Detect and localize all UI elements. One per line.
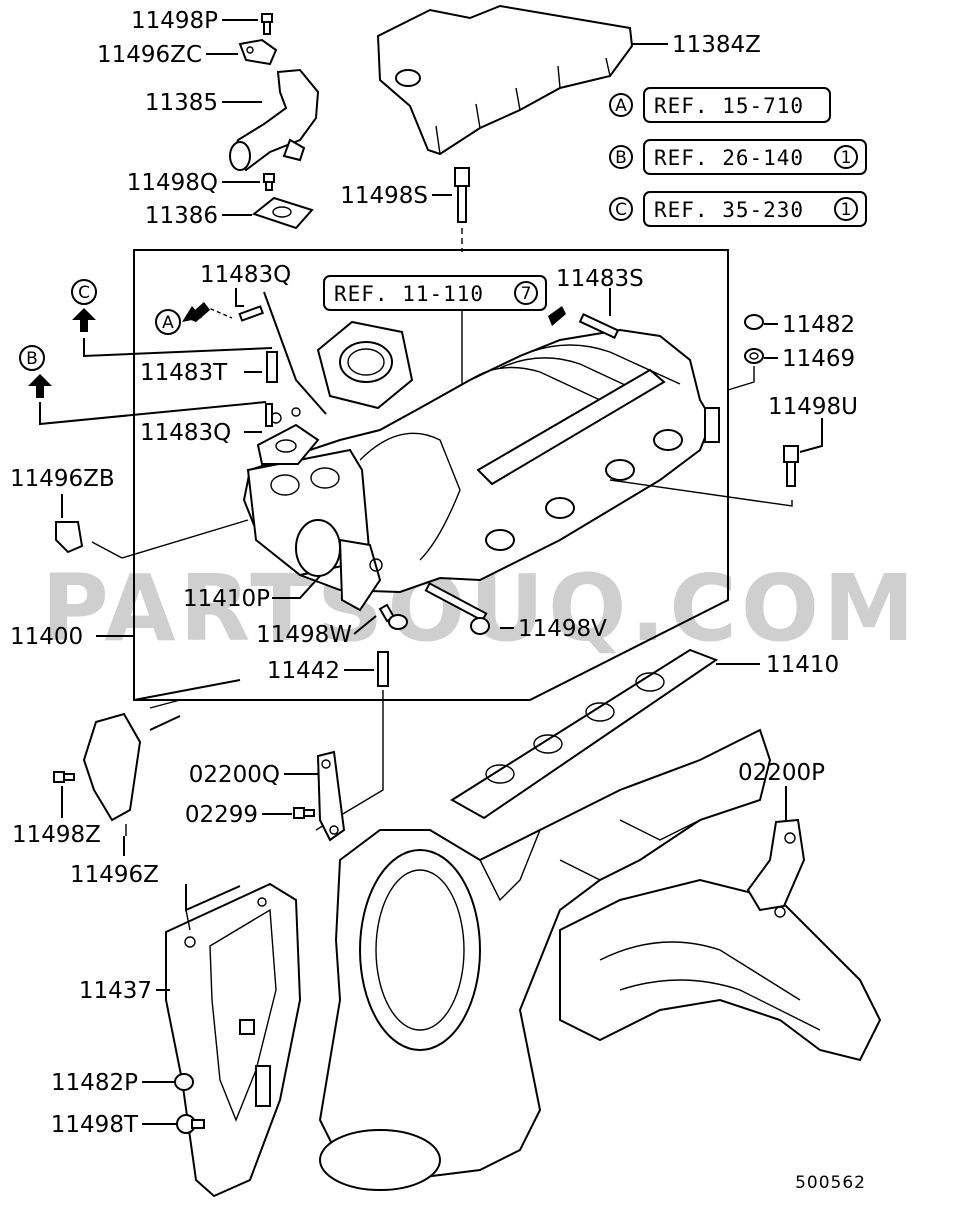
label-11483Q-lower[interactable]: 11483Q <box>140 420 231 446</box>
reference-a-marker: A <box>615 96 627 116</box>
bolt-11498T[interactable] <box>176 1114 205 1134</box>
label-11498P[interactable]: 11498P <box>131 8 218 34</box>
drawing-number: 500562 <box>795 1173 866 1193</box>
arrow-marker-b-letter: B <box>26 349 38 369</box>
leader-11498U-manifold <box>609 479 793 507</box>
label-11386[interactable]: 11386 <box>145 203 218 229</box>
arrow-11483S <box>548 306 566 326</box>
label-02299[interactable]: 02299 <box>185 802 258 828</box>
reference-a-text: REF. 15-710 <box>654 94 804 118</box>
label-02200P[interactable]: 02200P <box>738 760 825 786</box>
reference-list: A REF. 15-710 B REF. 26-140 1 C REF. 35-… <box>609 87 867 227</box>
reference-b-marker: B <box>615 148 627 168</box>
cover-11384Z[interactable] <box>376 4 634 156</box>
arrow-marker-a[interactable]: A <box>155 302 233 335</box>
bracket-02200P[interactable] <box>746 818 806 918</box>
label-11469[interactable]: 11469 <box>782 346 855 372</box>
reference-c-text: REF. 35-230 <box>654 198 804 222</box>
stud-11483S[interactable] <box>578 313 620 339</box>
cylinder-head <box>318 728 772 1191</box>
label-11496Z[interactable]: 11496Z <box>70 862 159 888</box>
bolt-11498U[interactable] <box>783 445 799 487</box>
reference-c-suffix: 1 <box>841 200 852 220</box>
assembly-frame-11400 <box>133 249 729 701</box>
bracket-11496ZB[interactable] <box>55 519 249 559</box>
bolt-11498Z[interactable] <box>53 771 75 783</box>
label-11410P[interactable]: 11410P <box>183 586 270 612</box>
bracket-02200Q[interactable] <box>316 750 346 842</box>
inner-reference-suffix: 7 <box>521 284 532 304</box>
stud-11483Q-top[interactable] <box>238 305 264 322</box>
washer-11469[interactable] <box>744 348 764 364</box>
bolt-02299[interactable] <box>293 807 315 819</box>
label-11384Z[interactable]: 11384Z <box>672 32 761 58</box>
reference-c-marker: C <box>615 200 627 220</box>
inner-reference-text: REF. 11-110 <box>334 282 484 306</box>
water-outlet-11385[interactable] <box>229 68 320 172</box>
gasket-11496ZC[interactable] <box>238 38 278 66</box>
label-11437[interactable]: 11437 <box>79 978 152 1004</box>
stud-11483T[interactable] <box>266 351 278 383</box>
reference-a[interactable]: A REF. 15-710 <box>609 87 831 123</box>
stud-11483Q-lower[interactable] <box>265 403 273 427</box>
leader-11469-frame <box>727 366 755 391</box>
reference-b-text: REF. 26-140 <box>654 146 804 170</box>
reference-b-suffix: 1 <box>841 148 852 168</box>
reference-b[interactable]: B REF. 26-140 1 <box>609 139 867 175</box>
exhaust-manifold <box>559 878 882 1062</box>
arrow-marker-c[interactable]: C <box>71 279 273 358</box>
bolt-11498S[interactable] <box>454 167 470 252</box>
label-11483Q-top[interactable]: 11483Q <box>200 262 291 288</box>
label-11498W[interactable]: 11498W <box>256 622 352 648</box>
label-11498S[interactable]: 11498S <box>340 183 428 209</box>
nut-11482[interactable] <box>744 314 764 330</box>
label-11442[interactable]: 11442 <box>267 658 340 684</box>
label-11483S[interactable]: 11483S <box>556 266 644 292</box>
label-11498Z[interactable]: 11498Z <box>12 822 101 848</box>
label-11496ZB[interactable]: 11496ZB <box>10 466 115 492</box>
bracket-11496Z[interactable] <box>82 699 181 836</box>
label-11482[interactable]: 11482 <box>782 312 855 338</box>
label-11483T[interactable]: 11483T <box>140 360 228 386</box>
bolt-11498Q[interactable] <box>263 173 275 191</box>
bolt-11498P[interactable] <box>261 13 273 35</box>
bolt-11498W[interactable] <box>378 603 408 630</box>
nut-11482P[interactable] <box>174 1073 194 1091</box>
label-11385[interactable]: 11385 <box>145 90 218 116</box>
gasket-11410[interactable] <box>450 648 719 820</box>
bolt-11498V[interactable] <box>424 582 490 635</box>
arrow-marker-a-letter: A <box>162 313 174 333</box>
reference-c[interactable]: C REF. 35-230 1 <box>609 191 867 227</box>
label-11496ZC[interactable]: 11496ZC <box>97 42 202 68</box>
label-11400[interactable]: 11400 <box>10 624 83 650</box>
label-11498T[interactable]: 11498T <box>51 1112 139 1138</box>
label-11410[interactable]: 11410 <box>766 652 839 678</box>
label-11482P[interactable]: 11482P <box>51 1070 138 1096</box>
arrow-marker-b[interactable]: B <box>19 345 267 426</box>
label-11498U[interactable]: 11498U <box>768 394 858 420</box>
callout-labels: 11498P 11496ZC 11385 11498Q 11386 11384Z… <box>10 8 858 1138</box>
intake-manifold-11400[interactable] <box>242 320 720 612</box>
label-11498V[interactable]: 11498V <box>518 616 607 642</box>
gasket-11386[interactable] <box>251 196 314 230</box>
label-11498Q[interactable]: 11498Q <box>127 170 218 196</box>
label-02200Q[interactable]: 02200Q <box>189 762 280 788</box>
bracket-11437[interactable] <box>165 882 302 1198</box>
arrow-marker-c-letter: C <box>78 283 90 303</box>
leader-lines <box>61 19 823 1125</box>
